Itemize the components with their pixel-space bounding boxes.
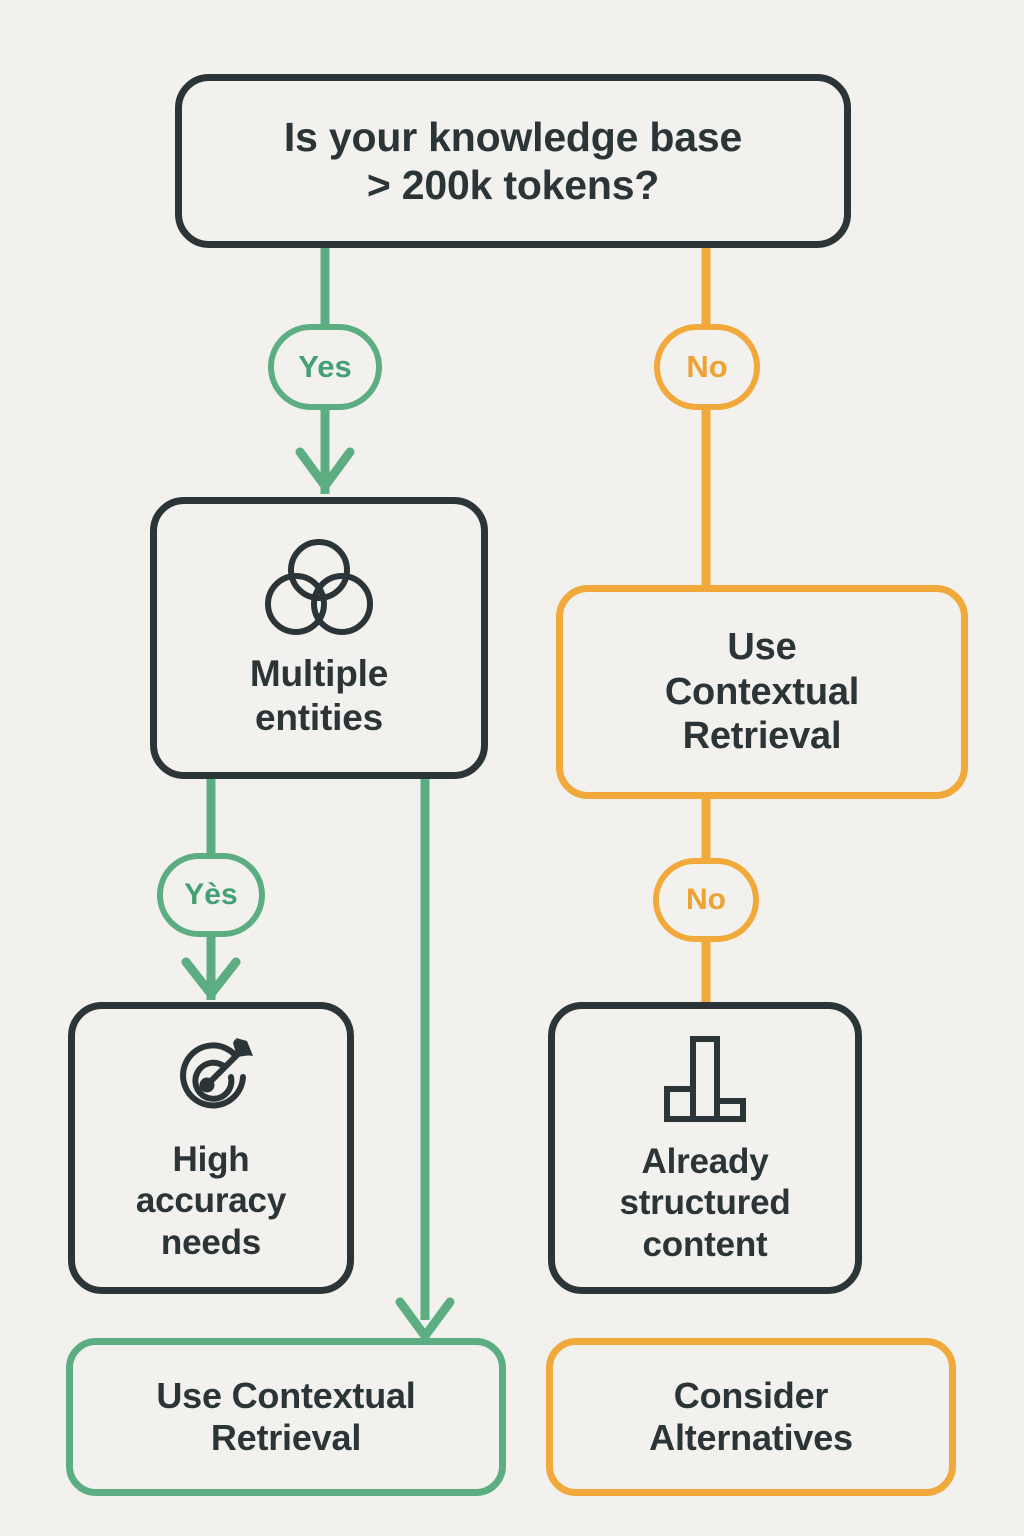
edge-label-yes-multiple-entities[interactable]: Yès — [157, 853, 265, 937]
node-result-use-contextual-retrieval[interactable]: Use Contextual Retrieval — [66, 1338, 506, 1496]
edge-label-no-contextual-retrieval-text: No — [686, 883, 726, 916]
node-multiple-entities[interactable]: Multiple entities — [150, 497, 488, 779]
edge-label-no-root[interactable]: No — [654, 324, 760, 410]
edge-label-yes-root-text: Yes — [298, 349, 352, 384]
target-arrow-icon — [163, 1033, 259, 1125]
node-use-contextual-retrieval-orange[interactable]: Use Contextual Retrieval — [556, 585, 968, 799]
node-result-consider-alternatives[interactable]: Consider Alternatives — [546, 1338, 956, 1496]
node-root-label: Is your knowledge base > 200k tokens? — [283, 113, 743, 208]
bar-chart-icon — [659, 1031, 751, 1127]
node-high-accuracy-needs[interactable]: High accuracy needs — [68, 1002, 354, 1294]
node-use-contextual-retrieval-orange-label: Use Contextual Retrieval — [664, 625, 860, 758]
node-high-accuracy-needs-label: High accuracy needs — [135, 1140, 287, 1262]
edge-multiple-entities-to-green-result — [395, 779, 455, 1341]
node-result-use-contextual-retrieval-label: Use Contextual Retrieval — [156, 1374, 416, 1458]
node-result-consider-alternatives-label: Consider Alternatives — [649, 1374, 853, 1458]
node-already-structured-content[interactable]: Already structured content — [548, 1002, 862, 1294]
edge-label-no-contextual-retrieval[interactable]: No — [653, 858, 759, 942]
edge-label-no-root-text: No — [686, 349, 728, 384]
node-root-decision[interactable]: Is your knowledge base > 200k tokens? — [175, 74, 851, 248]
node-already-structured-content-label: Already structured content — [619, 1142, 791, 1264]
three-overlapping-circles-icon — [263, 536, 375, 640]
edge-label-yes-multiple-entities-text: Yès — [184, 878, 238, 911]
node-multiple-entities-label: Multiple entities — [249, 653, 389, 738]
edge-label-yes-root[interactable]: Yes — [268, 324, 382, 410]
